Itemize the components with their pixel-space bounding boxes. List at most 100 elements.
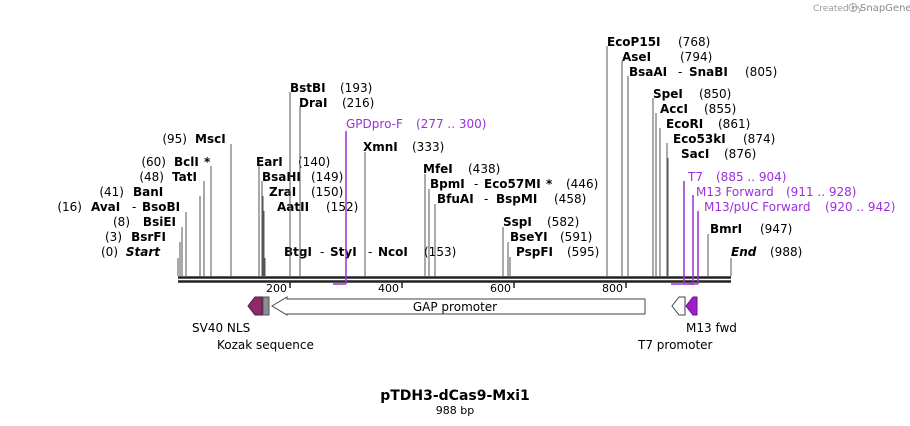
primer-m13-forward-range: (911 .. 928) <box>786 185 856 199</box>
site-bsaai-sep: - <box>678 65 682 79</box>
site-bpmi-name: BpmI <box>430 177 465 191</box>
site-bsaai-name: BsaAI <box>629 65 667 79</box>
site-bani[interactable]: (41) BanI <box>99 185 201 276</box>
site-bfuai-pos: (458) <box>554 192 586 206</box>
site-sspi[interactable]: SspI (582) <box>502 215 579 276</box>
primer-t7[interactable]: T7 (885 .. 904) <box>671 170 786 285</box>
ruler-label-200: 200 <box>266 282 287 295</box>
credit-brand: SnapGene <box>860 3 910 14</box>
site-bmri[interactable]: BmrI (947) <box>707 222 792 276</box>
site-btgi[interactable]: BtgI - StyI - NcoI (153) <box>264 245 456 276</box>
site-eco53ki-name: Eco53kI <box>673 132 726 146</box>
site-bfuai[interactable]: BfuAI - BspMI (458) <box>434 192 586 276</box>
site-mfei-pos: (438) <box>468 162 500 176</box>
site-btgi-pos: (153) <box>424 245 456 259</box>
sv40-nls-arrow-icon <box>247 296 263 316</box>
feature-m13-fwd[interactable]: M13 fwd <box>685 296 737 335</box>
primer-gpdpro-f[interactable]: GPDpro-F (277 .. 300) <box>333 117 486 285</box>
primer-gpdpro-f-name: GPDpro-F <box>346 117 403 131</box>
site-ecop15i[interactable]: EcoP15I (768) <box>606 35 710 276</box>
site-acci-name: AccI <box>660 102 688 116</box>
site-bcli-star: * <box>204 155 211 169</box>
kozak-box-icon <box>262 296 270 316</box>
site-saci[interactable]: SacI (876) <box>667 147 756 276</box>
credit-prefix: Created by <box>813 4 863 14</box>
site-acci[interactable]: AccI (855) <box>655 102 736 276</box>
site-pspfi[interactable]: PspFI (595) <box>509 245 599 276</box>
site-bmri-pos: (947) <box>760 222 792 236</box>
site-start-name: Start <box>126 245 161 259</box>
site-eari[interactable]: EarI (140) <box>256 155 330 276</box>
feature-kozak-label: Kozak sequence <box>217 338 314 352</box>
site-drai-pos: (216) <box>342 96 374 110</box>
site-drai-name: DraI <box>299 96 327 110</box>
site-drai[interactable]: DraI (216) <box>299 96 374 276</box>
site-xmni[interactable]: XmnI (333) <box>363 140 444 276</box>
site-aatii-pos: (152) <box>326 200 358 214</box>
site-eari-name: EarI <box>256 155 283 169</box>
site-aatii[interactable]: AatII (152) <box>263 200 358 276</box>
site-bsahi-name: BsaHI <box>262 170 301 184</box>
site-mfei[interactable]: MfeI (438) <box>423 162 500 276</box>
site-bsaai[interactable]: BsaAI - SnaBI (805) <box>627 65 777 276</box>
site-xmni-name: XmnI <box>363 140 398 154</box>
feature-t7-promoter-label: T7 promoter <box>637 338 713 352</box>
site-bani-pos: (41) <box>99 185 124 199</box>
site-bmri-name: BmrI <box>710 222 742 236</box>
site-ecop15i-name: EcoP15I <box>607 35 661 49</box>
feature-gap-promoter[interactable]: GAP promoter <box>271 296 646 316</box>
site-bsahi[interactable]: BsaHI (149) <box>261 170 343 276</box>
site-tati[interactable]: (48) TatI <box>139 170 205 276</box>
site-spei-name: SpeI <box>653 87 683 101</box>
ruler-label-800: 800 <box>602 282 623 295</box>
site-bsrfi-name: BsrFI <box>131 230 166 244</box>
site-bseyi[interactable]: BseYI (591) <box>507 230 592 276</box>
site-bstbi-pos: (193) <box>340 81 372 95</box>
feature-kozak[interactable]: Kozak sequence <box>217 296 314 352</box>
site-bcli[interactable]: (60) BclI * <box>141 155 212 276</box>
site-tati-pos: (48) <box>139 170 164 184</box>
site-bsahi-pos: (149) <box>311 170 343 184</box>
site-aatii-name: AatII <box>277 200 309 214</box>
site-end[interactable]: End (988) <box>730 245 802 276</box>
site-eco53ki[interactable]: Eco53kI (874) <box>666 132 775 276</box>
feature-sv40-nls[interactable]: SV40 NLS <box>192 296 263 335</box>
site-xmni-pos: (333) <box>412 140 444 154</box>
primer-m13-puc-forward-name: M13/pUC Forward <box>704 200 811 214</box>
site-avai[interactable]: (16) AvaI - BsoBI <box>57 200 187 276</box>
site-btgi-sep: - <box>320 245 324 259</box>
site-start[interactable]: (0) Start <box>101 245 179 276</box>
site-btgi-name: BtgI <box>284 245 312 259</box>
primer-m13-puc-forward[interactable]: M13/pUC Forward (920 .. 942) <box>687 200 895 285</box>
site-bsrfi-pos: (3) <box>105 230 122 244</box>
site-bseyi-pos: (591) <box>560 230 592 244</box>
site-asei[interactable]: AseI (794) <box>621 50 712 276</box>
site-spei-pos: (850) <box>699 87 731 101</box>
site-bstbi[interactable]: BstBI (193) <box>289 81 372 276</box>
site-bpmi-pos: (446) <box>566 177 598 191</box>
site-bcli-pos: (60) <box>141 155 166 169</box>
feature-t7-promoter[interactable]: T7 promoter <box>637 296 713 352</box>
plasmid-length: 988 bp <box>436 404 474 417</box>
site-btgi-name2: StyI <box>330 245 357 259</box>
site-zrai[interactable]: ZraI (150) <box>262 185 343 276</box>
site-acci-pos: (855) <box>704 102 736 116</box>
site-bsiei-name: BsiEI <box>143 215 176 229</box>
site-zrai-name: ZraI <box>269 185 296 199</box>
site-start-pos: (0) <box>101 245 118 259</box>
primer-m13-forward[interactable]: M13 Forward (911 .. 928) <box>684 185 856 285</box>
t7-promoter-arrow-icon <box>671 296 686 316</box>
site-bsaai-pos: (805) <box>745 65 777 79</box>
site-bpmi[interactable]: BpmI - Eco57MI * (446) <box>428 177 598 276</box>
site-bsrfi[interactable]: (3) BsrFI <box>105 230 181 276</box>
site-bsiei[interactable]: (8) BsiEI <box>113 215 183 276</box>
site-ecori[interactable]: EcoRI (861) <box>659 117 750 276</box>
site-zrai-pos: (150) <box>311 185 343 199</box>
site-eari-pos: (140) <box>298 155 330 169</box>
site-avai-name2: BsoBI <box>142 200 180 214</box>
site-msci[interactable]: (95) MscI <box>162 132 232 276</box>
ruler-label-400: 400 <box>378 282 399 295</box>
site-sspi-name: SspI <box>503 215 532 229</box>
site-spei[interactable]: SpeI (850) <box>652 87 731 276</box>
